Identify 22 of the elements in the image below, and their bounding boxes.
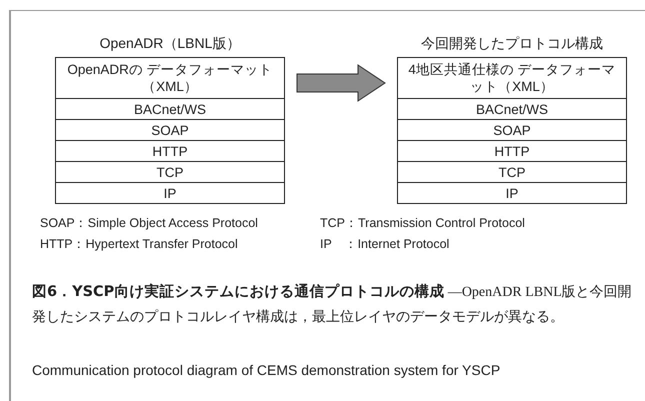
abbreviation-note: IP ：Internet Protocol	[320, 236, 450, 253]
stack-heading: 今回開発したプロトコル構成	[420, 34, 604, 53]
protocol-layer: IP	[398, 182, 626, 203]
protocol-layer: 4地区共通仕様の データフォーマット（XML）	[398, 58, 626, 98]
stack-heading: OpenADR（LBNL版）	[98, 34, 242, 53]
protocol-layer: HTTP	[56, 140, 284, 161]
protocol-layer: HTTP	[398, 140, 626, 161]
protocol-layer: SOAP	[398, 119, 626, 140]
protocol-layer: TCP	[56, 161, 284, 182]
protocol-layer: IP	[56, 182, 284, 203]
abbreviation-note: SOAP：Simple Object Access Protocol	[40, 215, 259, 232]
abbreviation-note: HTTP：Hypertext Transfer Protocol	[40, 236, 239, 253]
protocol-layer: SOAP	[56, 119, 284, 140]
protocol-stack	[397, 33, 627, 204]
protocol-layer: OpenADRの データフォーマット（XML）	[56, 58, 284, 98]
figure-caption: 図6．YSCP向け実証システムにおける通信プロトコルの構成 ―OpenADR LBNL版と今回開発したシステムのプロトコルレイヤ構成は，最上位レイヤのデータモデルが異なる。	[32, 282, 632, 327]
abbreviation-note: TCP：Transmission Control Protocol	[320, 215, 526, 232]
block-arrow	[296, 64, 386, 102]
protocol-layer: BACnet/WS	[56, 98, 284, 119]
protocol-layer: TCP	[398, 161, 626, 182]
english-caption: Communication protocol diagram of CEMS demonstration system for YSCP	[32, 361, 500, 380]
protocol-layer: BACnet/WS	[398, 98, 626, 119]
